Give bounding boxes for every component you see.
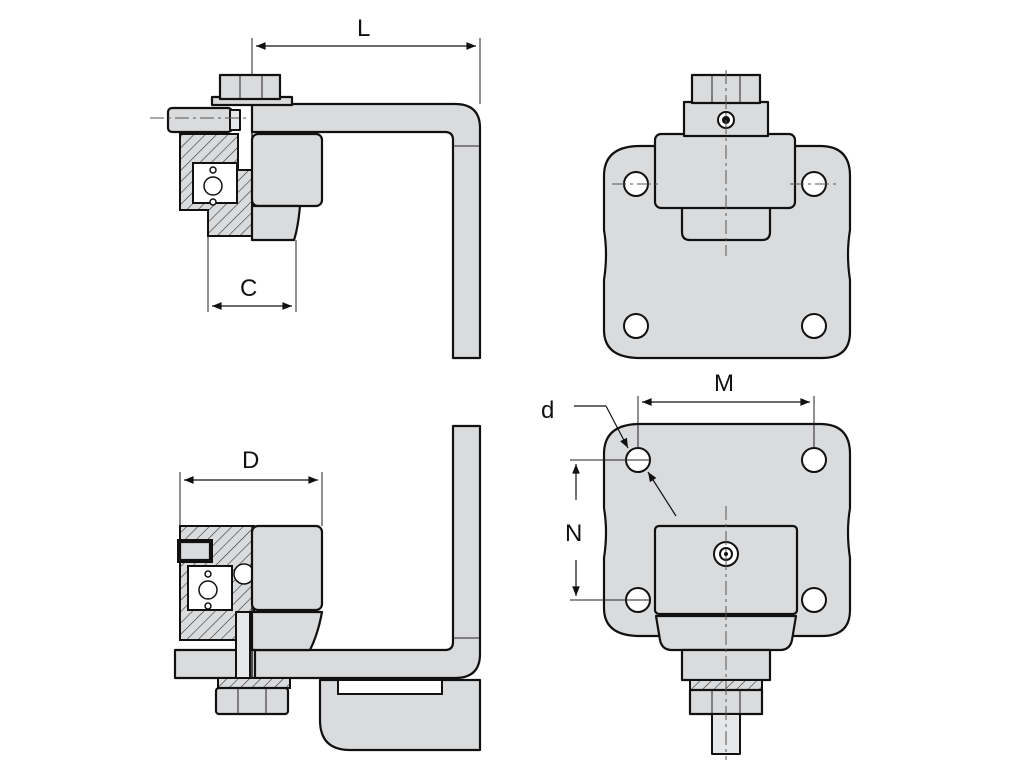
front-view-top bbox=[602, 70, 852, 360]
base-block bbox=[318, 678, 482, 752]
dim-label-N: N bbox=[565, 520, 582, 547]
bolt-head-top bbox=[218, 73, 282, 101]
dim-label-d: d bbox=[541, 397, 554, 424]
set-screw-top bbox=[166, 106, 234, 134]
dim-label-C: C bbox=[240, 275, 257, 302]
dim-label-D: D bbox=[242, 447, 259, 474]
bolt-hole-3 bbox=[623, 313, 649, 339]
block-top bbox=[653, 132, 797, 210]
dim-label-M: M bbox=[714, 370, 734, 397]
roller-bottom bbox=[250, 524, 324, 612]
nut-bottom bbox=[214, 686, 290, 716]
bolt-hole-8 bbox=[801, 587, 827, 613]
bolt-hole-6 bbox=[801, 447, 827, 473]
roller-top bbox=[250, 132, 324, 208]
dim-label-L: L bbox=[357, 15, 370, 42]
bolt-hole-4 bbox=[801, 313, 827, 339]
bracket-top bbox=[250, 102, 482, 360]
front-view-bottom: M N d bbox=[541, 370, 852, 760]
side-view-top: L C bbox=[150, 15, 482, 360]
side-view-bottom: D bbox=[173, 424, 482, 752]
